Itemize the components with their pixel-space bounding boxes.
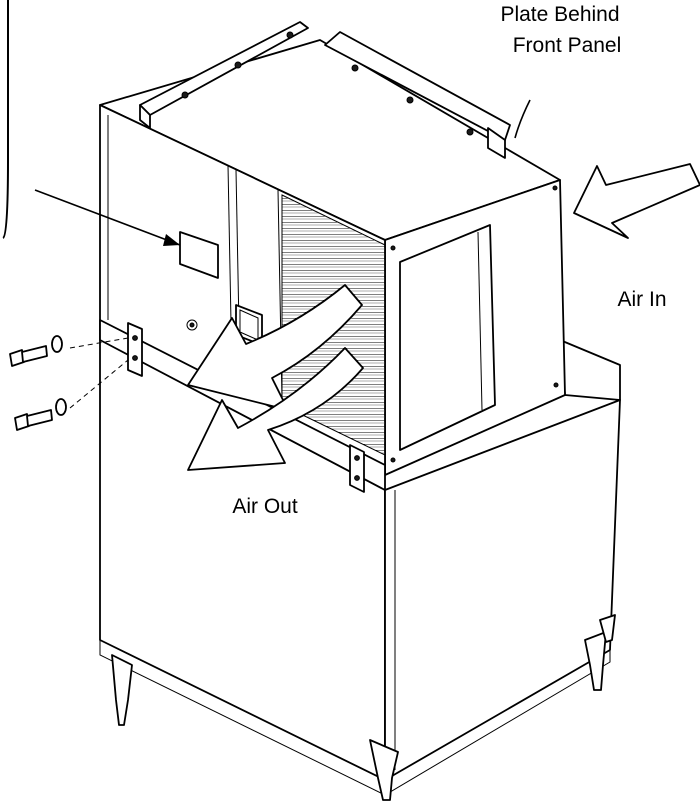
rail-bolt-icon — [286, 31, 294, 39]
bin-top-rim — [559, 339, 621, 401]
air-out-arrow-lower-icon — [187, 347, 364, 471]
bin-legs — [111, 614, 616, 801]
storage-bin — [99, 329, 621, 796]
bracket-left — [127, 322, 143, 377]
leg-front-center — [369, 739, 399, 801]
hardware-bolts — [9, 335, 129, 431]
rail-front-side — [487, 127, 506, 159]
rail-bolt-icon — [234, 61, 242, 69]
air-in-label: Air In — [617, 288, 666, 311]
callout-frame — [2, 0, 9, 239]
rail-back-side — [139, 104, 151, 129]
mounting-brackets — [127, 322, 365, 493]
washer-icon — [55, 398, 67, 416]
rail-front — [324, 31, 511, 141]
round-vent-icon — [186, 319, 198, 331]
rail-bolt-icon — [406, 96, 414, 104]
leg-front-left — [111, 654, 133, 726]
service-label-plate — [179, 231, 219, 279]
leader-arrowhead-icon — [163, 234, 180, 246]
screw-icon — [553, 382, 559, 388]
plate-leader-line — [514, 99, 531, 139]
air-out-label: Air Out — [232, 495, 298, 518]
bracket-hole-icon — [132, 355, 138, 361]
round-vent-center — [189, 322, 195, 328]
screw-icon — [552, 185, 558, 191]
bolt-alignment-line-top — [69, 337, 129, 349]
bracket-hole-icon — [132, 335, 138, 341]
side-door-hinge-line — [477, 231, 483, 411]
plate-label-line1: Plate Behind — [500, 3, 619, 26]
plate-label-line2: Front Panel — [513, 34, 622, 57]
leg-far-right — [599, 614, 616, 643]
bolt-shaft — [26, 409, 53, 427]
screw-icon — [390, 245, 396, 251]
rail-bolt-icon — [466, 128, 474, 136]
top-mounting-rails — [139, 21, 511, 159]
label-plate-leader-line — [34, 189, 181, 246]
bolt-shaft — [21, 345, 48, 363]
air-out-arrow-upper-icon — [187, 284, 363, 411]
air-in-arrow-icon — [573, 163, 700, 239]
rail-bolt-icon — [351, 64, 359, 72]
screw-icon — [390, 457, 396, 463]
rail-bolt-icon — [181, 91, 189, 99]
bolt-alignment-line-bottom — [69, 359, 129, 409]
washer-icon — [51, 335, 63, 353]
side-access-door — [399, 224, 496, 451]
bracket-hole-icon — [354, 475, 360, 481]
bracket-hole-icon — [354, 455, 360, 461]
bracket-right — [349, 444, 365, 493]
